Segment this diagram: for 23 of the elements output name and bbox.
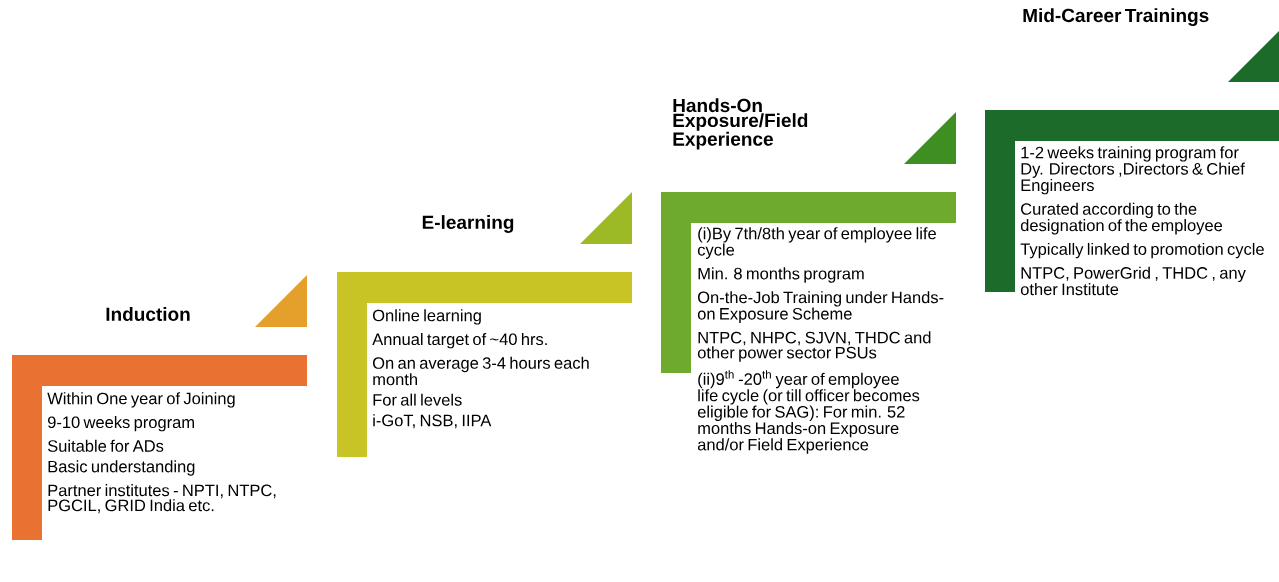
bullet-text: Online learning <box>373 309 481 325</box>
bullet-text: Annual target of ~40 hrs. <box>372 333 547 349</box>
bullet-text: Basic understanding <box>48 460 195 476</box>
step-heading: Hands-On Exposure/Field Experience <box>673 98 808 150</box>
bullet-text: i-GoT, NSB, IIPA <box>373 414 492 429</box>
bullet-text: On an average 3-4 hours each month <box>373 356 589 386</box>
step-heading: Induction <box>106 307 190 321</box>
bullet-text: NTPC, NHPC, SJVN, THDC and other power sector PSUs <box>697 331 931 362</box>
bullet-text: 9-10 weeks program <box>47 416 194 432</box>
bullet-text: On-the-Job Training under Hands-on Exposure Scheme <box>697 291 944 323</box>
bullet-text: Within One year of Joining <box>47 392 235 408</box>
bullet-text: Min. 8 months program <box>698 267 864 283</box>
bullet-text: Curated according to the designation of the employee <box>1020 202 1223 235</box>
bullet-text: (i)By 7th/8th year of employee life cycle <box>697 227 936 259</box>
bullet-text: (ii)9$^{th}$ -20$^{th}$ year of employee life cycle (or till officer becomes eligible for SAG): For min. 52 months Hands-on Exposure and/or Field Experience <box>697 370 920 454</box>
bullet-text: Partner institutes - NPTI, NTPC, PGCIL, GRID India etc. <box>48 484 276 514</box>
bullet-text: 1-2 weeks training program for Dy. Directors ,Directors & Chief Engineers <box>1021 146 1245 195</box>
bullet-text: Typically linked to promotion cycle <box>1020 242 1264 259</box>
bullet-text: NTPC, PowerGrid , THDC , any other Institute <box>1020 266 1246 296</box>
bullet-text: Suitable for ADs <box>47 439 164 452</box>
step-heading: E-learning <box>422 215 514 233</box>
bullet-text: For all levels <box>373 393 462 406</box>
step-heading: Mid-Career Trainings <box>1023 8 1209 26</box>
